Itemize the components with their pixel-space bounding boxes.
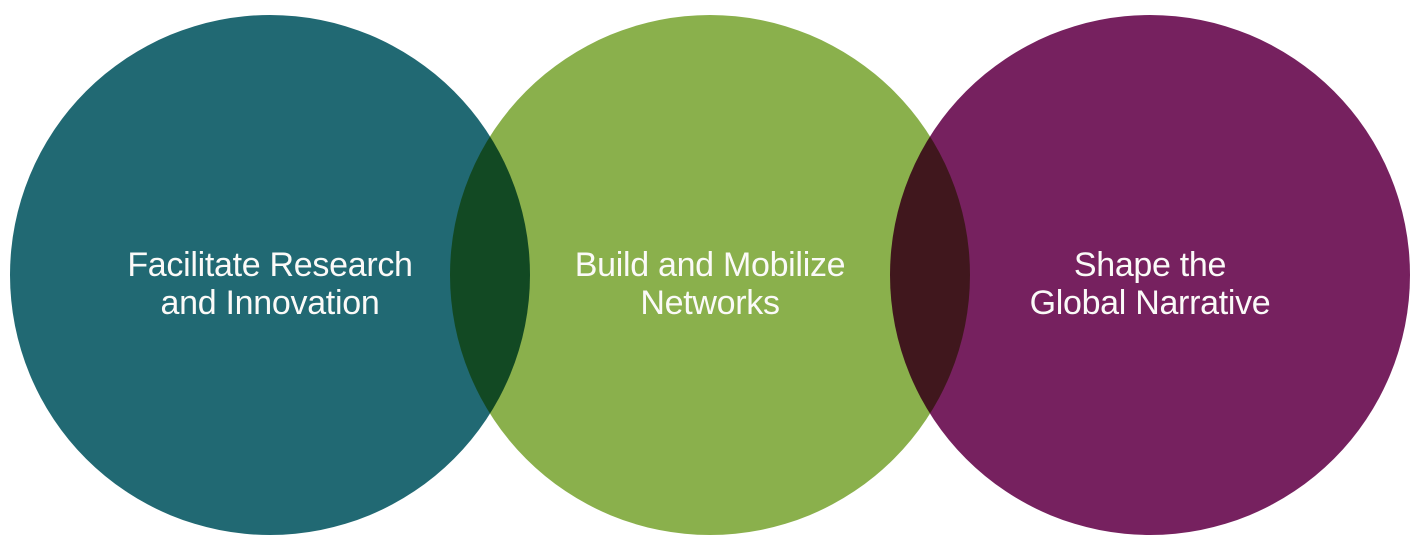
circle-facilitate-research-and-innovation — [10, 15, 530, 535]
circle-shape-the-global-narrative — [890, 15, 1410, 535]
circle-build-and-mobilize-networks — [450, 15, 970, 535]
